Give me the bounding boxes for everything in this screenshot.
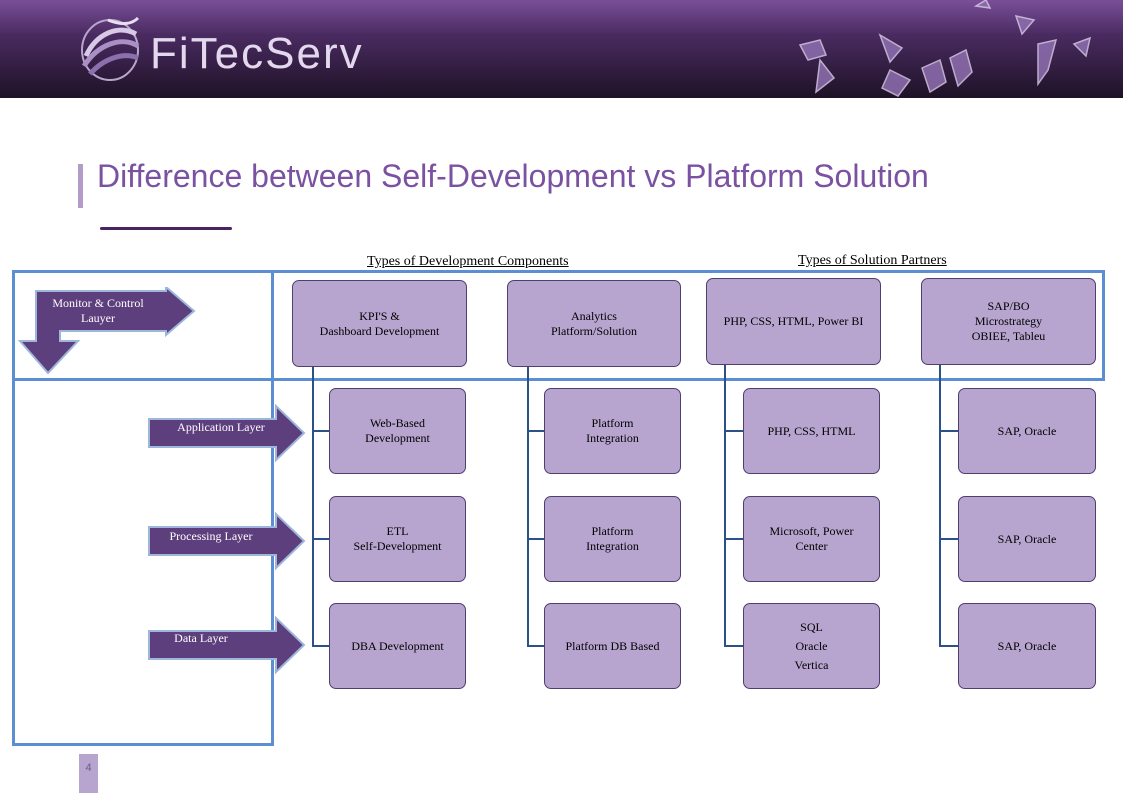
column-1-branch	[312, 538, 329, 540]
php-css-html-box: PHP, CSS, HTML	[743, 388, 880, 474]
partner-web-bi-box: PHP, CSS, HTML, Power BI	[706, 278, 881, 365]
application-layer-label: Application Layer	[177, 420, 265, 434]
title-underline	[100, 227, 232, 230]
column-2-branch	[527, 538, 544, 540]
web-based-development-box: Web-Based Development	[329, 388, 466, 474]
header-banner: FiTecServ	[0, 0, 1123, 98]
layers-frame	[12, 270, 274, 746]
column-3-branch	[724, 645, 743, 647]
column-1-connector	[312, 366, 314, 646]
monitor-layer-label: Monitor & Control Lauyer	[52, 296, 144, 325]
page-title: Difference between Self-Development vs P…	[97, 158, 929, 194]
column-3-branch	[724, 430, 743, 432]
dba-development-box: DBA Development	[329, 603, 466, 689]
analytics-platform-box: Analytics Platform/Solution	[507, 280, 681, 367]
etl-self-development-box: ETL Self-Development	[329, 496, 466, 582]
column-1-branch	[312, 645, 329, 647]
sap-oracle-app-box: SAP, Oracle	[958, 388, 1096, 474]
data-layer-arrow	[148, 616, 306, 675]
column-4-branch	[939, 645, 958, 647]
column-4-connector	[939, 364, 941, 646]
logo-icon	[81, 16, 140, 81]
sap-oracle-processing-box: SAP, Oracle	[958, 496, 1096, 582]
platform-db-based-box: Platform DB Based	[544, 603, 681, 689]
processing-layer-arrow	[148, 512, 306, 571]
partner-sap-bi-box: SAP/BO Microstrategy OBIEE, Tableu	[921, 278, 1096, 365]
column-1-branch	[312, 430, 329, 432]
development-components-heading: Types of Development Components	[367, 254, 569, 269]
page-number-bar	[79, 754, 98, 793]
decorative-shapes-icon	[798, 0, 1092, 97]
column-2-branch	[527, 645, 544, 647]
solution-partners-heading: Types of Solution Partners	[798, 253, 947, 268]
application-layer-arrow	[148, 404, 306, 463]
column-2-connector	[527, 366, 529, 646]
data-layer-label: Data Layer	[174, 631, 228, 645]
column-4-branch	[939, 430, 958, 432]
kpi-dashboard-box: KPI'S & Dashboard Development	[292, 280, 467, 367]
page-number: 4	[85, 762, 92, 774]
platform-integration-processing-box: Platform Integration	[544, 496, 681, 582]
title-accent-bar	[78, 164, 83, 208]
column-4-branch	[939, 538, 958, 540]
column-2-branch	[527, 430, 544, 432]
logo-text: FiTecServ	[150, 29, 364, 78]
monitor-layer-arrow	[17, 287, 196, 375]
sap-oracle-data-box: SAP, Oracle	[958, 603, 1096, 689]
microsoft-power-center-box: Microsoft, Power Center	[743, 496, 880, 582]
column-3-branch	[724, 538, 743, 540]
processing-layer-label: Processing Layer	[169, 529, 253, 543]
sql-oracle-vertica-box: SQL Oracle Vertica	[743, 603, 880, 689]
column-3-connector	[724, 364, 726, 646]
platform-integration-app-box: Platform Integration	[544, 388, 681, 474]
